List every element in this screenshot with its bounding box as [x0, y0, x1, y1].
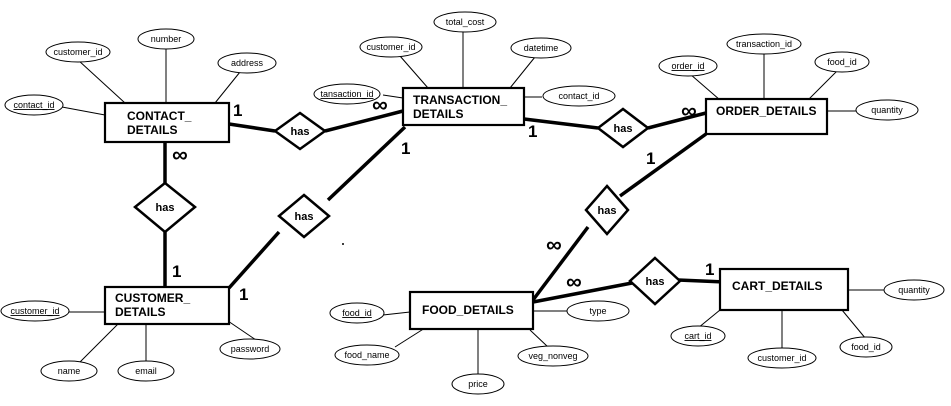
- svg-text:contact_id: contact_id: [558, 91, 599, 101]
- entity-contact-details: CONTACT_ DETAILS: [103, 101, 231, 144]
- svg-text:food_id: food_id: [342, 308, 372, 318]
- card-order-many: ∞: [681, 98, 697, 123]
- entity-customer-details: CUSTOMER_ DETAILS: [103, 285, 231, 326]
- attr-order-food-id: food_id: [814, 51, 870, 73]
- attr-transaction-total-cost: total_cost: [433, 11, 497, 33]
- card-contact-many: ∞: [172, 142, 188, 167]
- attr-contact-customer-id: customer_id: [45, 41, 111, 63]
- attr-transaction-datetime: datetime: [510, 37, 572, 59]
- attr-cart-quantity: quantity: [883, 279, 945, 301]
- entity-customer-details-line2: DETAILS: [115, 305, 165, 319]
- attr-customer-customer-id: customer_id: [0, 300, 70, 322]
- attr-transaction-contact-id: contact_id: [542, 85, 616, 107]
- svg-text:tansaction_id: tansaction_id: [320, 89, 373, 99]
- attr-food-food-name: food_name: [334, 344, 400, 366]
- svg-text:customer_id: customer_id: [757, 353, 806, 363]
- cardinality-labels: 1 ∞ ∞ 1 1 1 1 ∞ 1 ∞ ∞ 1: [172, 92, 714, 304]
- svg-text:type: type: [589, 306, 606, 316]
- attr-cart-food-id: food_id: [839, 336, 893, 358]
- attr-order-transaction-id: transaction_id: [726, 33, 802, 55]
- entity-cart-details: CART_DETAILS: [718, 267, 850, 312]
- card-customer-transaction-one: 1: [239, 285, 248, 304]
- attr-customer-password: password: [219, 338, 281, 360]
- entity-transaction-details-line2: DETAILS: [413, 107, 463, 121]
- rel-customer-transaction-label: has: [295, 211, 314, 223]
- rel-contact-transaction-label: has: [291, 126, 310, 138]
- rel-contact-customer-label: has: [156, 202, 175, 214]
- entity-order-details-line1: ORDER_DETAILS: [716, 104, 816, 118]
- card-transaction-customer-one: 1: [401, 139, 410, 158]
- entity-food-details-line1: FOOD_DETAILS: [422, 303, 514, 317]
- svg-text:price: price: [468, 379, 488, 389]
- svg-text:food_id: food_id: [827, 57, 857, 67]
- svg-text:customer_id: customer_id: [10, 306, 59, 316]
- card-order-food-one: 1: [646, 149, 655, 168]
- rel-food-cart: has: [628, 256, 682, 306]
- svg-text:name: name: [58, 366, 81, 376]
- svg-text:address: address: [231, 58, 264, 68]
- stray-dot: [342, 243, 344, 245]
- card-transaction-order-one: 1: [528, 122, 537, 141]
- entity-food-details: FOOD_DETAILS: [408, 290, 535, 331]
- rel-food-cart-label: has: [646, 276, 665, 288]
- entity-transaction-details-line1: TRANSACTION_: [413, 93, 507, 107]
- card-contact-one: 1: [233, 101, 242, 120]
- svg-text:transaction_id: transaction_id: [736, 39, 792, 49]
- svg-text:datetime: datetime: [524, 43, 559, 53]
- svg-text:quantity: quantity: [871, 105, 903, 115]
- svg-text:food_id: food_id: [851, 342, 881, 352]
- svg-text:customer_id: customer_id: [366, 42, 415, 52]
- rel-contact-customer: has: [133, 181, 197, 234]
- svg-text:quantity: quantity: [898, 285, 930, 295]
- attr-order-order-id: order_id: [658, 55, 718, 77]
- entity-contact-details-line2: DETAILS: [127, 123, 177, 137]
- attr-customer-email: email: [117, 360, 175, 382]
- card-food-cart-many: ∞: [566, 269, 582, 294]
- rel-contact-transaction: has: [272, 111, 328, 151]
- attr-transaction-tansaction-id: tansaction_id: [313, 83, 381, 105]
- attr-food-food-id: food_id: [329, 302, 385, 324]
- svg-text:customer_id: customer_id: [53, 47, 102, 57]
- entity-contact-details-line1: CONTACT_: [127, 109, 192, 123]
- svg-text:contact_id: contact_id: [13, 100, 54, 110]
- svg-text:password: password: [231, 344, 270, 354]
- attr-contact-number: number: [137, 28, 195, 50]
- rel-customer-transaction: has: [277, 193, 331, 239]
- svg-text:food_name: food_name: [344, 350, 389, 360]
- relationship-lines: [163, 109, 726, 304]
- attr-food-veg-nonveg: veg_nonveg: [517, 345, 589, 367]
- entity-transaction-details: TRANSACTION_ DETAILS: [401, 86, 526, 127]
- rel-order-food-label: has: [598, 205, 617, 217]
- svg-text:cart_id: cart_id: [684, 331, 711, 341]
- card-customer-one: 1: [172, 262, 181, 281]
- entity-customer-details-line1: CUSTOMER_: [115, 291, 190, 305]
- card-cart-one: 1: [705, 260, 714, 279]
- rel-transaction-order: has: [595, 107, 651, 149]
- svg-text:total_cost: total_cost: [446, 17, 485, 27]
- attribute-lines: [61, 32, 885, 374]
- rel-transaction-order-label: has: [614, 123, 633, 135]
- attr-order-quantity: quantity: [855, 99, 919, 121]
- attr-cart-cart-id: cart_id: [670, 325, 726, 347]
- rel-order-food: has: [584, 184, 630, 236]
- entity-cart-details-line1: CART_DETAILS: [732, 279, 822, 293]
- svg-text:number: number: [151, 34, 182, 44]
- entity-order-details: ORDER_DETAILS: [704, 97, 829, 136]
- attr-customer-name: name: [40, 360, 98, 382]
- attr-food-type: type: [566, 300, 630, 322]
- attr-cart-customer-id: customer_id: [747, 347, 817, 369]
- attr-food-price: price: [451, 373, 505, 395]
- attr-transaction-customer-id: customer_id: [359, 36, 423, 58]
- attr-contact-contact-id: contact_id: [4, 94, 64, 116]
- attr-contact-address: address: [217, 52, 277, 74]
- card-transaction-many: ∞: [372, 92, 388, 117]
- svg-text:order_id: order_id: [671, 61, 704, 71]
- card-food-order-many: ∞: [546, 232, 562, 257]
- svg-text:veg_nonveg: veg_nonveg: [528, 351, 577, 361]
- svg-text:email: email: [135, 366, 157, 376]
